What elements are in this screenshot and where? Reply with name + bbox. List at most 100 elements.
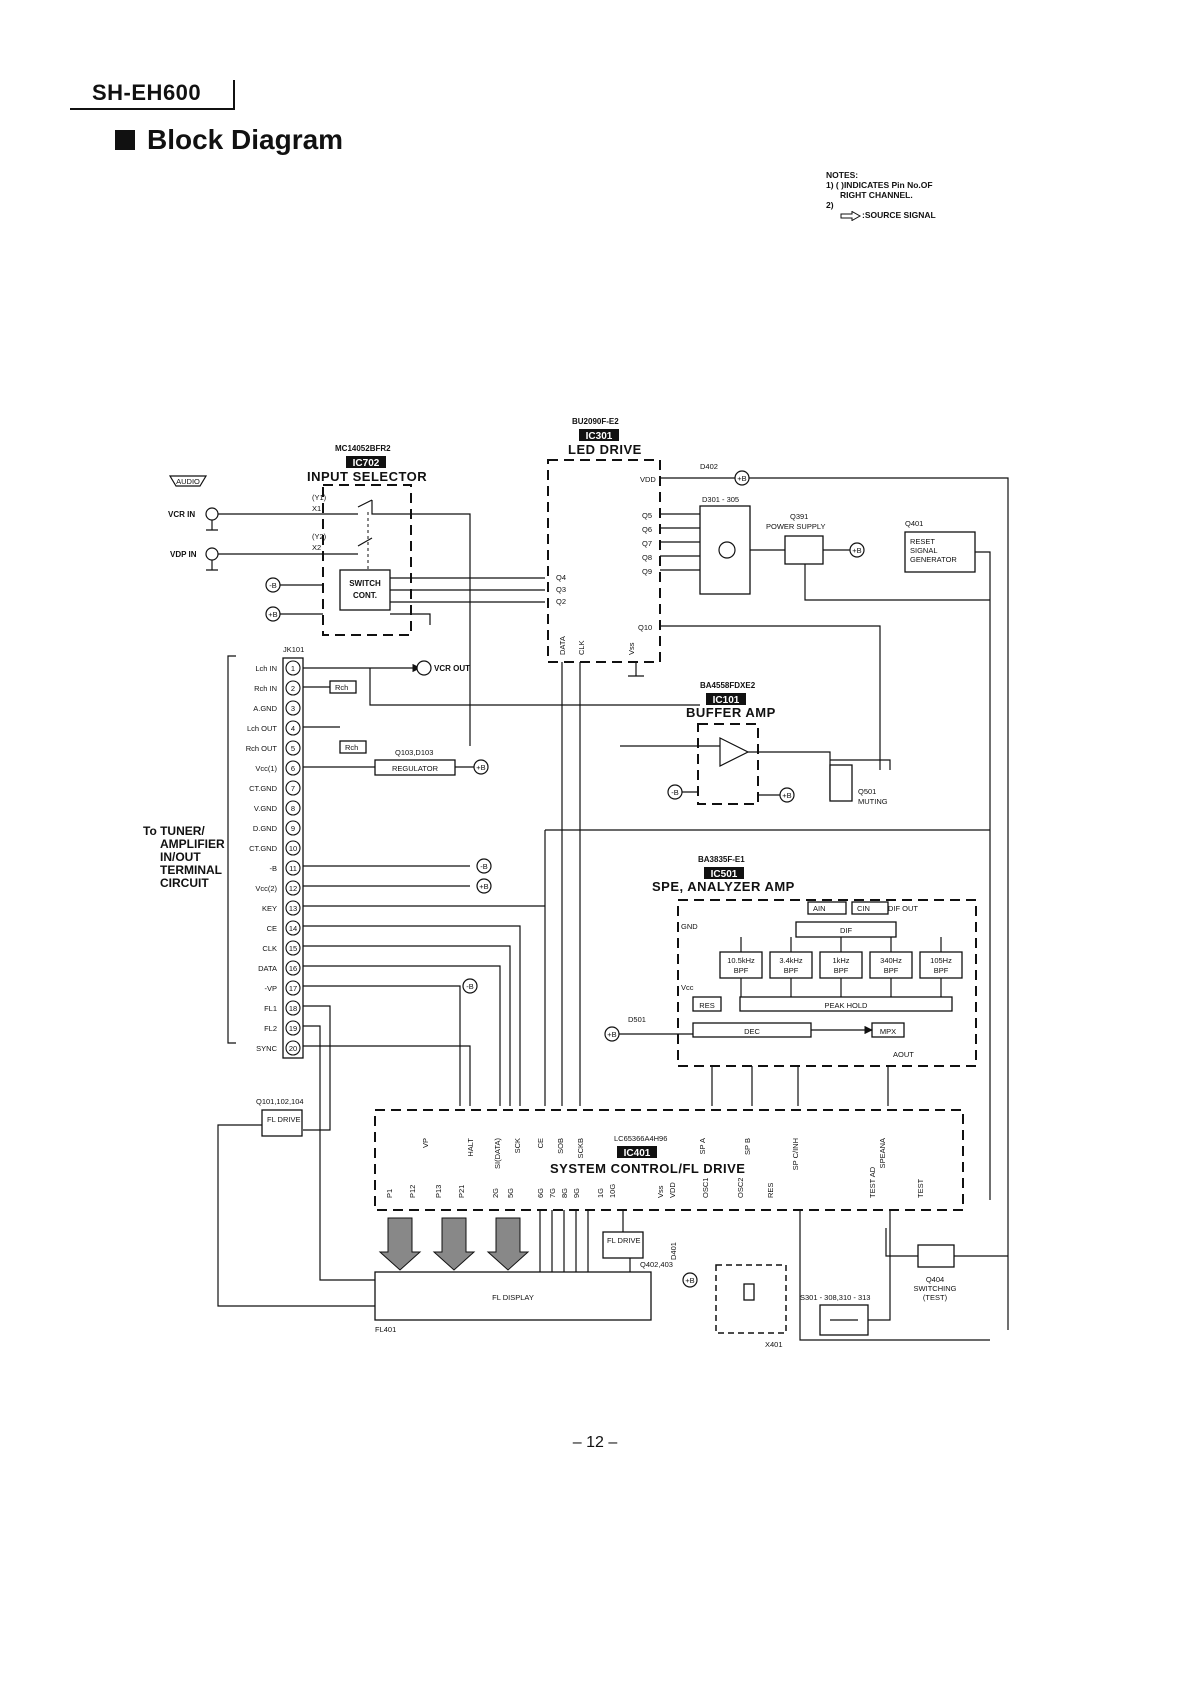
ic501-gnd: GND: [681, 922, 698, 931]
jk101-pin-number-icon: [285, 680, 301, 696]
ic401-top-pin: SPEANA: [878, 1138, 887, 1168]
notes-heading: NOTES:: [826, 170, 859, 180]
grid-wires: [539, 1210, 631, 1272]
jk101-pin-number: 3: [291, 704, 295, 713]
jk101-pin-label: -VP: [264, 984, 277, 993]
fl-drive-box: [261, 1109, 303, 1137]
fl-display-section: Q101,102,104 FL DRIVE FL DISPLAY FL401: [217, 1097, 652, 1334]
jk101-pin-label: CT.GND: [249, 784, 278, 793]
test-wires: [799, 1210, 1008, 1341]
vp-minus-b-icon: [462, 978, 478, 994]
jk101-pin-number-icon: [285, 740, 301, 756]
jk101-pin-label: V.GND: [254, 804, 278, 813]
ic401-top-pin: SCKB: [576, 1138, 585, 1158]
ic301-title: LED DRIVE: [568, 442, 642, 457]
side-label-5: CIRCUIT: [160, 876, 209, 890]
ic702-y2: (Y2): [312, 532, 327, 541]
title-text: Block Diagram: [147, 124, 344, 155]
ic401-tag: IC401: [624, 1148, 651, 1159]
ic501-dif-out: DIF OUT: [888, 904, 918, 913]
q401-label-2: SIGNAL: [910, 546, 938, 555]
jk101-pin-label: CT.GND: [249, 844, 278, 853]
vdp-in-jack-icon: [205, 547, 219, 561]
jk101-pin-number: 8: [291, 804, 295, 813]
d401-plus-b: +B: [685, 1276, 694, 1285]
res-label: RES: [699, 1001, 714, 1010]
d501-label: D501: [628, 1015, 646, 1024]
jk101-pin-number-icon: [285, 980, 301, 996]
jk101-pin-number: 16: [289, 964, 297, 973]
ic101-wires: [620, 704, 891, 800]
ic301-vdd: VDD: [640, 475, 656, 484]
notes-line-2: RIGHT CHANNEL.: [840, 190, 913, 200]
ic401-system-control: LC65366A4H96 IC401 SYSTEM CONTROL/FL DRI…: [374, 1109, 1008, 1349]
jk-plus-b-icon: [476, 878, 492, 894]
ic401-top-pin: SP B: [743, 1138, 752, 1155]
segment-arrow-icon-2: [432, 1217, 476, 1271]
d501-plus-b: +B: [607, 1030, 616, 1039]
ic401-bottom-pin: 2G: [491, 1188, 500, 1198]
ic401-top-pin: SI(DATA): [493, 1138, 502, 1169]
fl-drive-wires: [217, 1124, 375, 1307]
ic301-led-drive: BU2090F-E2 IC301 LED DRIVE VDD Q5 Q6 Q7 …: [547, 417, 1009, 1330]
grid-arrow-icons: [378, 1217, 530, 1271]
jk101-pin-number: 17: [289, 984, 297, 993]
header-tick: [233, 80, 235, 110]
audio-label: AUDIO: [176, 477, 200, 486]
ic702-outline: [322, 484, 412, 636]
x401-outline: [715, 1264, 787, 1334]
q501-ref: Q501: [858, 787, 876, 796]
ic401-bottom-pin: OSC2: [736, 1178, 745, 1198]
ic301-q6: Q6: [642, 525, 652, 534]
jk101-pin-label: CLK: [262, 944, 277, 953]
ic401-part: LC65366A4H96: [614, 1134, 667, 1143]
crystal-icon: [743, 1283, 755, 1301]
jk101-pin-number: 14: [289, 924, 297, 933]
bpf-filter-type: BPF: [784, 966, 799, 975]
q401-label-1: RESET: [910, 537, 935, 546]
d402-plus-b: +B: [737, 474, 746, 483]
side-label-1: To TUNER/: [143, 824, 205, 838]
jk101-pin-number-icon: [285, 1020, 301, 1036]
bpf-filter-freq: 1kHz: [832, 956, 849, 965]
ic501-outline: [677, 899, 977, 1067]
ic702-tag: IC702: [353, 458, 380, 469]
bpf-filter-type: BPF: [834, 966, 849, 975]
op-amp-icon: [719, 737, 750, 767]
bpf-filter-freq: 340Hz: [880, 956, 902, 965]
side-label-4: TERMINAL: [160, 863, 222, 877]
ic401-top-pin: CE: [536, 1138, 545, 1148]
jk-minus-b-icon: [476, 858, 492, 874]
ic101-outline: [697, 723, 759, 805]
d401-label: D401: [669, 1242, 678, 1260]
jk101-pin-number: 11: [289, 864, 297, 873]
header-rule: [70, 108, 235, 110]
jk101-pin-number-icon: [285, 920, 301, 936]
ain-box: [807, 901, 847, 915]
q404-label-1: SWITCHING: [914, 1284, 957, 1293]
jk101-pin-label: Rch IN: [254, 684, 277, 693]
ic501-ain: AIN: [813, 904, 826, 913]
bpf-filters: 10.5kHzBPF3.4kHzBPF1kHzBPF340HzBPF105HzB…: [719, 937, 963, 997]
ic401-bottom-pin: 6G: [536, 1188, 545, 1198]
jk101-pin-label: D.GND: [253, 824, 278, 833]
jk-minus-b: -B: [480, 862, 488, 871]
notes-line-4: :SOURCE SIGNAL: [826, 210, 936, 222]
jk101-pin-label: Lch IN: [255, 664, 277, 673]
selector-out-wire: [371, 500, 471, 746]
q391-label: POWER SUPPLY: [766, 522, 825, 531]
ic401-bottom-pin: TEST AD: [868, 1166, 877, 1198]
fl-drive2-ref: Q402,403: [640, 1260, 673, 1269]
dif-label: DIF: [840, 926, 853, 935]
ic702-power-wires: [280, 584, 323, 615]
notes-line-3: 2): [826, 200, 834, 210]
vcr-out-label: VCR OUT: [434, 664, 470, 673]
ic301-q9: Q9: [642, 567, 652, 576]
dec-label: DEC: [744, 1027, 760, 1036]
rch-in-label: Rch: [335, 683, 348, 692]
ic301-output-wires: [660, 477, 1009, 1330]
rch-in-box: [329, 680, 357, 694]
ic401-bottom-pin: 1G: [596, 1188, 605, 1198]
dif-box: [795, 921, 897, 938]
